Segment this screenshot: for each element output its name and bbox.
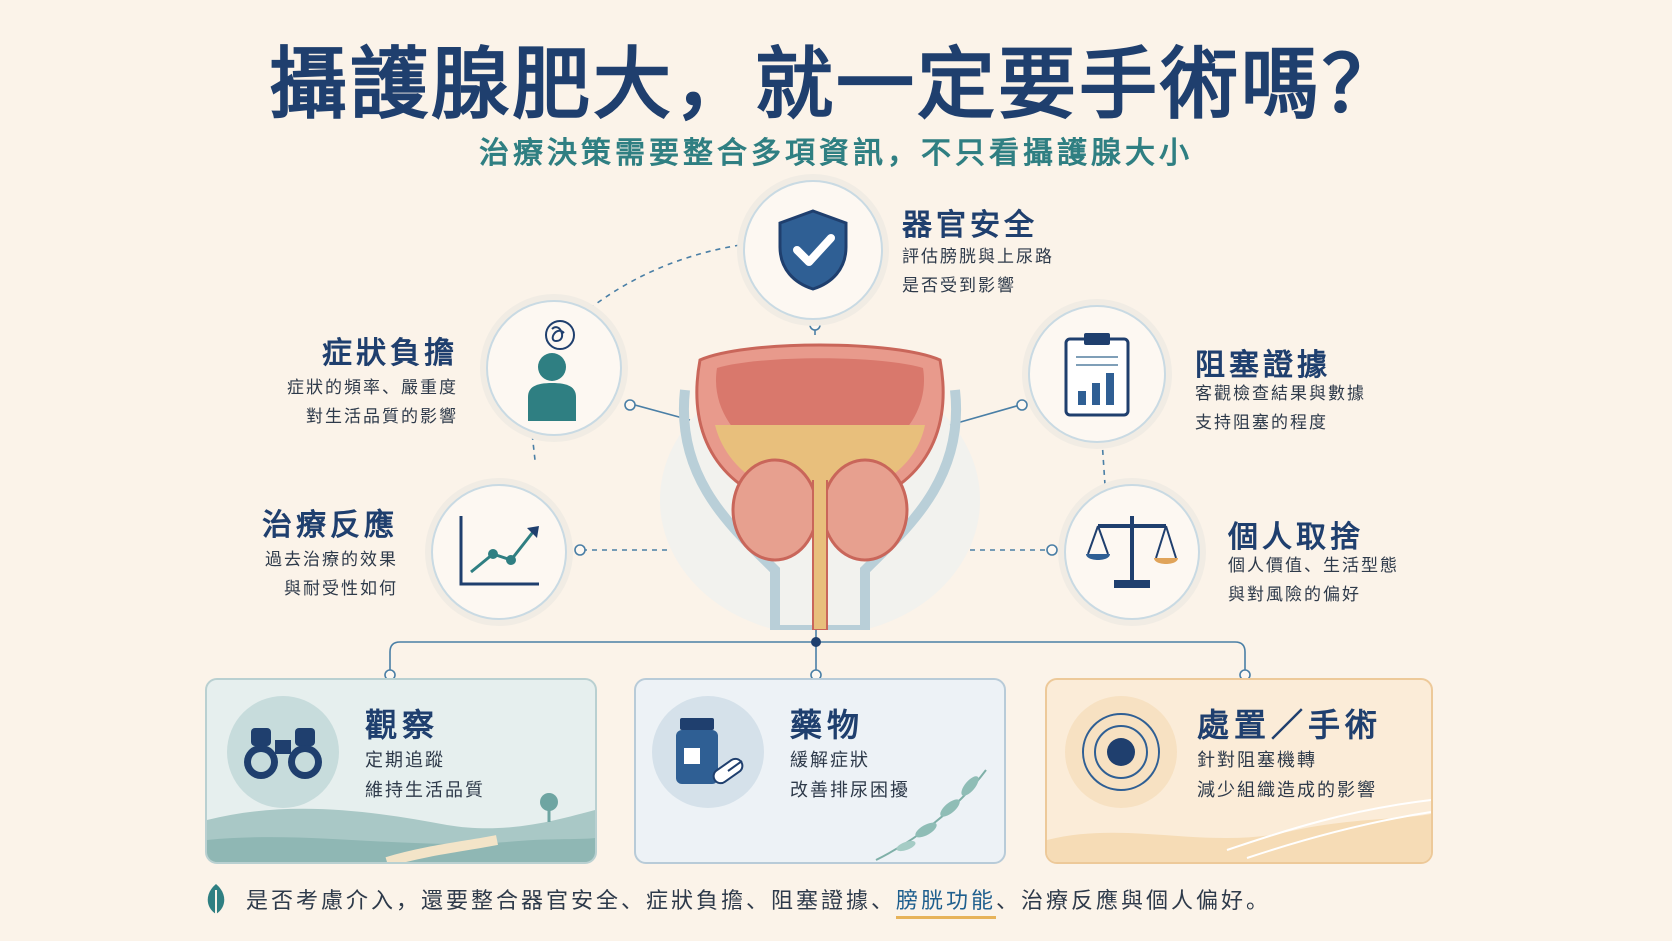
treatment-response-desc-1: 過去治療的效果 [265, 550, 398, 570]
obstruction-evidence-icon-circle [1028, 305, 1166, 443]
footer-note-after: 、治療反應與個人偏好。 [996, 889, 1272, 914]
organ-safety-desc-2: 是否受到影響 [902, 276, 1016, 296]
person-thinking-icon [528, 320, 576, 421]
medication-card: 藥物 緩解症狀 改善排尿困擾 [634, 678, 1006, 864]
leaf-icon [207, 884, 225, 916]
prostate-bladder-illustration [660, 343, 980, 630]
clipboard-chart-icon [1064, 333, 1130, 417]
organ-safety-icon-circle [743, 180, 883, 320]
obstruction-evidence-desc-1: 客觀檢查結果與數據 [1195, 384, 1366, 404]
footer-note-highlight: 膀胱功能 [896, 889, 997, 919]
shield-check-icon [778, 209, 848, 291]
procedure-icon-circle [1065, 696, 1177, 808]
observation-icon-circle [227, 696, 339, 808]
observation-card: 觀察 定期追蹤 維持生活品質 [205, 678, 597, 864]
medication-desc-2: 改善排尿困擾 [790, 780, 910, 801]
symptom-burden-desc-2: 對生活品質的影響 [306, 407, 458, 427]
landscape-illustration [207, 793, 595, 862]
personal-tradeoffs-icon-circle [1064, 484, 1200, 620]
balance-scale-icon [1086, 516, 1178, 588]
medication-desc-1: 緩解症狀 [790, 750, 870, 771]
procedure-card: 處置／手術 針對阻塞機轉 減少組織造成的影響 [1045, 678, 1433, 864]
medication-heading: 藥物 [790, 706, 865, 744]
organ-safety-desc-1: 評估膀胱與上尿路 [902, 247, 1054, 267]
obstruction-evidence-desc-2: 支持阻塞的程度 [1195, 413, 1328, 433]
personal-tradeoffs-heading: 個人取捨 [1228, 520, 1364, 555]
obstruction-evidence-heading: 阻塞證據 [1195, 348, 1331, 383]
procedure-heading: 處置／手術 [1197, 706, 1383, 744]
observation-desc-1: 定期追蹤 [365, 750, 445, 771]
procedure-desc-1: 針對阻塞機轉 [1197, 750, 1317, 771]
wave-illustration [1047, 799, 1431, 862]
target-icon [1082, 713, 1160, 791]
footer-note-before: 是否考慮介入，還要整合器官安全、症狀負擔、阻塞證據、 [246, 889, 897, 914]
symptom-burden-icon-circle [486, 300, 622, 436]
footer-note: 是否考慮介入，還要整合器官安全、症狀負擔、阻塞證據、膀胱功能、治療反應與個人偏好… [246, 883, 1272, 919]
treatment-response-icon-circle [431, 484, 567, 620]
organ-safety-heading: 器官安全 [902, 208, 1038, 243]
treatment-response-heading: 治療反應 [262, 508, 398, 543]
personal-tradeoffs-desc-1: 個人價值、生活型態 [1228, 556, 1399, 576]
page-title: 攝護腺肥大，就一定要手術嗎？ [268, 39, 1403, 130]
treatment-response-desc-2: 與耐受性如何 [284, 579, 398, 599]
symptom-burden-desc-1: 症狀的頻率、嚴重度 [287, 378, 458, 398]
procedure-desc-2: 減少組織造成的影響 [1197, 780, 1377, 801]
pill-bottle-icon [676, 718, 744, 785]
page-subtitle: 治療決策需要整合多項資訊，不只看攝護腺大小 [479, 136, 1193, 171]
observation-desc-2: 維持生活品質 [365, 780, 485, 801]
trend-chart-icon [459, 516, 539, 586]
personal-tradeoffs-desc-2: 與對風險的偏好 [1228, 585, 1361, 605]
leaf-branch-illustration [875, 769, 987, 861]
binoculars-icon [244, 728, 322, 779]
medication-icon-circle [652, 696, 764, 808]
symptom-burden-heading: 症狀負擔 [322, 336, 458, 371]
observation-heading: 觀察 [365, 706, 440, 744]
